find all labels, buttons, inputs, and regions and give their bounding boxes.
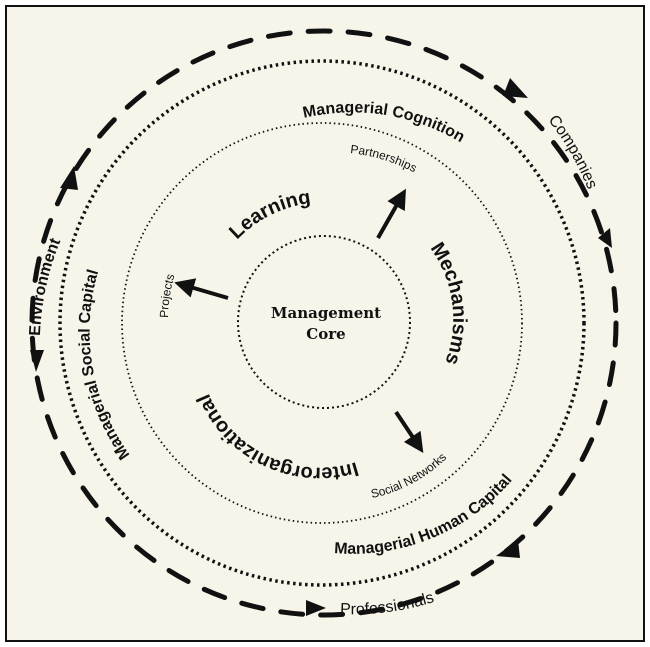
outer-dashed-ring (29, 28, 619, 618)
outer-ring-arrow-right (598, 228, 612, 248)
outer-ring-arrow-left (30, 350, 44, 372)
middle-ring (58, 59, 586, 587)
outer-ring-arrow-companies (503, 78, 528, 98)
core-ring (237, 235, 411, 409)
inner-ring (121, 122, 523, 524)
diagram-frame (5, 5, 645, 642)
center-label-line1: Management (271, 304, 381, 322)
arrow-to-partnerships (376, 188, 406, 239)
outer-ring-arrow-bottom-right (496, 540, 520, 558)
arrow-to-social-networks (394, 410, 424, 453)
arrow-to-projects (174, 278, 229, 300)
outer-ring-arrow-environment (60, 166, 78, 190)
center-label-line2: Core (306, 325, 345, 343)
outer-ring-arrow-bottom (306, 600, 326, 616)
